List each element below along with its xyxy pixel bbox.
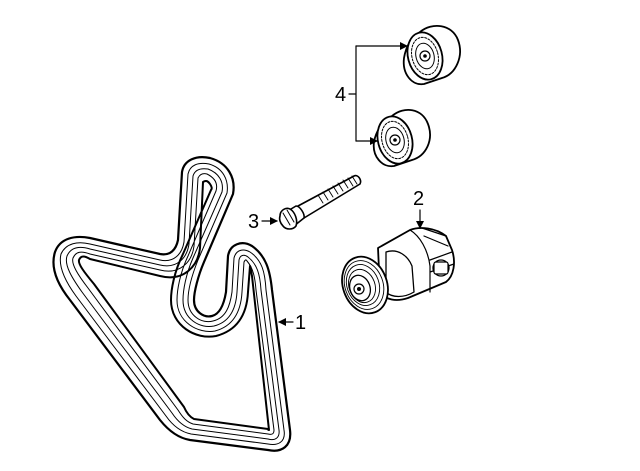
callout-1-label: 1 [295, 312, 306, 334]
callout-4: 4 [335, 42, 408, 145]
serpentine-belt [52, 156, 292, 452]
callout-2: 2 [413, 188, 424, 229]
callout-4-label: 4 [335, 84, 346, 106]
callout-1: 1 [278, 312, 306, 334]
belt-tensioner [341, 227, 455, 315]
idler-pulley-upper [402, 25, 461, 86]
tensioner-bolt [278, 174, 362, 230]
callout-2-label: 2 [413, 188, 424, 210]
callout-3-label: 3 [248, 211, 259, 233]
callout-3: 3 [248, 211, 278, 233]
idler-pulley-lower [372, 109, 431, 168]
